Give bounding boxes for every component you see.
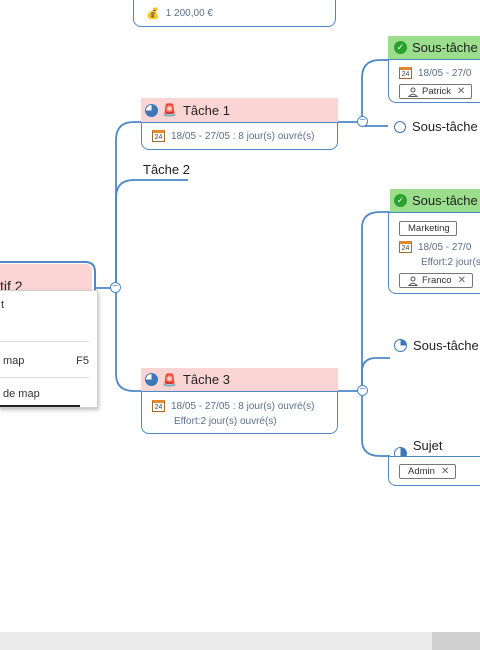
tag-label: Admin — [408, 466, 435, 477]
subtask-title: Sous-tâche — [412, 40, 478, 55]
remove-icon[interactable]: ✕ — [457, 86, 466, 97]
collapse-toggle[interactable]: − — [110, 282, 121, 293]
horizontal-scrollbar[interactable] — [0, 632, 480, 650]
menu-shortcut: F5 — [76, 355, 89, 367]
subtask-3-header[interactable]: ✓ Sous-tâche — [390, 189, 480, 212]
task-1-header[interactable]: 🚨 Tâche 1 — [141, 98, 338, 122]
subtask-2[interactable]: Sous-tâche — [394, 119, 478, 134]
menu-item-map[interactable]: map F5 — [3, 355, 89, 367]
subtask-1-card[interactable]: 24 18/05 - 27/0 Patrick ✕ — [388, 59, 480, 103]
check-icon: ✓ — [394, 41, 407, 54]
menu-item[interactable]: t — [1, 299, 5, 311]
collapse-toggle[interactable]: − — [357, 116, 368, 127]
progress-icon — [145, 373, 158, 386]
tag-label: Marketing — [408, 223, 450, 234]
subtask-1-header[interactable]: ✓ Sous-tâche — [388, 36, 480, 59]
subtask-4[interactable]: Sous-tâche — [394, 338, 479, 353]
task-1-card[interactable]: 24 18/05 - 27/05 : 8 jour(s) ouvré(s) — [141, 122, 338, 150]
menu-label: map — [3, 355, 25, 367]
task-effort: Effort:2 jour(s) ouvré(s) — [174, 416, 277, 427]
category-tag[interactable]: Marketing — [399, 221, 457, 236]
menu-item[interactable]: de map — [3, 388, 40, 400]
subtask-effort: Effort:2 jour(s — [421, 257, 480, 268]
assignee-name: Patrick — [422, 86, 452, 97]
calendar-icon: 24 — [152, 130, 165, 142]
alarm-icon: 🚨 — [162, 372, 177, 387]
progress-quarter-icon — [394, 339, 407, 352]
status-circle-icon — [394, 120, 406, 133]
calendar-icon: 24 — [399, 241, 412, 253]
task-title: Tâche 3 — [182, 372, 230, 387]
subtask-5-card[interactable]: Admin ✕ — [388, 456, 480, 486]
task-3-card[interactable]: 24 18/05 - 27/05 : 8 jour(s) ouvré(s) Ef… — [141, 391, 338, 434]
subtask-title: Sous-tâche — [412, 119, 478, 134]
alarm-icon: 🚨 — [162, 103, 177, 117]
menu-divider — [0, 341, 89, 342]
underline — [0, 405, 80, 407]
top-task-card[interactable]: 💰 1 200,00 € — [133, 0, 336, 27]
collapse-toggle[interactable]: − — [357, 385, 368, 396]
category-tag[interactable]: Admin ✕ — [399, 464, 457, 479]
assignee-tag[interactable]: Franco ✕ — [399, 273, 473, 288]
subtask-3-card[interactable]: Marketing 24 18/05 - 27/0 Effort:2 jour(… — [388, 212, 480, 294]
subtask-dates: 18/05 - 27/0 — [418, 67, 472, 79]
task-dates: 18/05 - 27/05 : 8 jour(s) ouvré(s) — [171, 130, 315, 142]
scrollbar-thumb[interactable] — [432, 632, 480, 650]
remove-icon[interactable]: ✕ — [457, 275, 466, 286]
context-menu: t map F5 de map — [0, 290, 98, 408]
task-dates: 18/05 - 27/05 : 8 jour(s) ouvré(s) — [171, 400, 315, 412]
subtask-title: Sous-tâche — [413, 338, 479, 353]
task-title: Tâche 1 — [182, 102, 230, 118]
person-icon — [408, 276, 418, 286]
remove-icon[interactable]: ✕ — [440, 466, 450, 477]
check-icon: ✓ — [394, 194, 407, 207]
task-2-title[interactable]: Tâche 2 — [143, 162, 190, 177]
calendar-icon: 24 — [399, 67, 412, 79]
calendar-icon: 24 — [152, 400, 165, 412]
subtask-title: Sous-tâche — [412, 193, 478, 208]
progress-icon — [145, 103, 158, 117]
assignee-name: Franco — [422, 275, 452, 286]
person-icon — [408, 87, 418, 97]
subtask-dates: 18/05 - 27/0 — [418, 241, 472, 253]
cost-amount: 1 200,00 € — [165, 8, 213, 19]
menu-divider — [0, 377, 89, 378]
money-bag-icon: 💰 — [146, 8, 160, 20]
task-3-header[interactable]: 🚨 Tâche 3 — [141, 368, 338, 391]
assignee-tag[interactable]: Patrick ✕ — [399, 84, 473, 99]
